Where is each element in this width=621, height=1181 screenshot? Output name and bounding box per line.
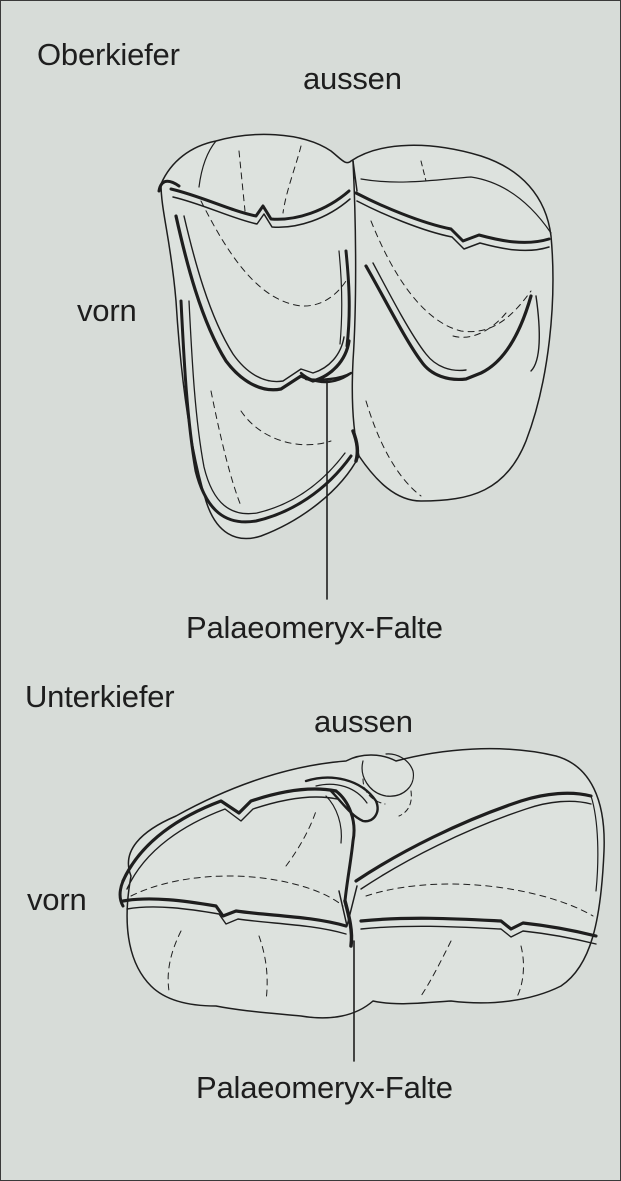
upper-molar-drawing	[159, 134, 553, 599]
lower-molar-drawing	[120, 749, 604, 1061]
